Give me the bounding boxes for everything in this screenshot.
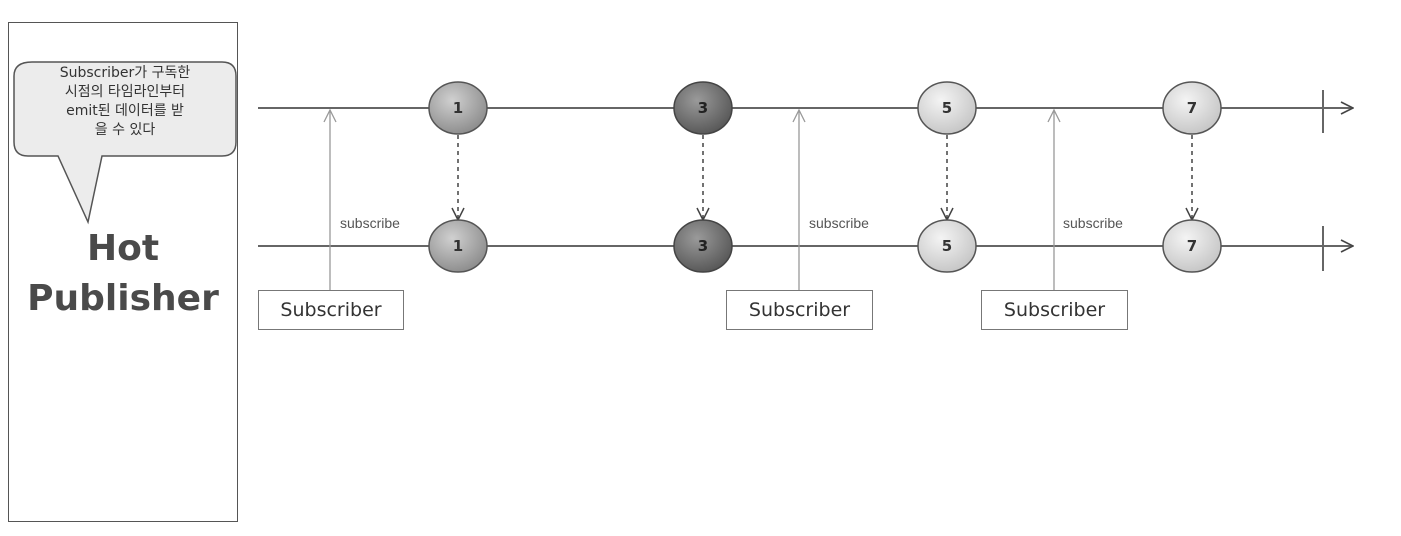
- upper-marble-5: 5: [917, 81, 977, 135]
- publisher-title: Hot Publisher: [8, 224, 238, 324]
- svg-text:3: 3: [698, 99, 708, 117]
- bubble-line-4: 을 수 있다: [94, 122, 156, 138]
- lower-marble-5: 5: [917, 219, 977, 273]
- upper-marble-7: 7: [1162, 81, 1222, 135]
- title-line-publisher: Publisher: [27, 278, 219, 319]
- subscribe-label-1: subscribe: [340, 215, 400, 231]
- upper-marble-1: 1: [428, 81, 488, 135]
- bubble-line-1: Subscriber가 구독한: [59, 65, 191, 81]
- svg-text:7: 7: [1187, 237, 1197, 255]
- lower-marble-3: 3: [673, 219, 733, 273]
- title-line-hot: Hot: [86, 228, 160, 269]
- lower-marble-7: 7: [1162, 219, 1222, 273]
- subscribe-label-2: subscribe: [809, 215, 869, 231]
- svg-text:5: 5: [942, 237, 952, 255]
- subscriber-box-3: Subscriber: [981, 290, 1128, 330]
- subscriber-box-2: Subscriber: [726, 290, 873, 330]
- svg-text:1: 1: [453, 99, 463, 117]
- subscriber-box-1: Subscriber: [258, 290, 404, 330]
- bubble-line-2: 시점의 타임라인부터: [64, 84, 186, 100]
- speech-bubble-text: Subscriber가 구독한 시점의 타임라인부터 emit된 데이터를 받 …: [14, 64, 236, 140]
- svg-text:7: 7: [1187, 99, 1197, 117]
- subscribe-label-3: subscribe: [1063, 215, 1123, 231]
- svg-text:3: 3: [698, 237, 708, 255]
- speech-bubble: [13, 61, 237, 225]
- svg-text:1: 1: [453, 237, 463, 255]
- bubble-line-3: emit된 데이터를 받: [66, 103, 184, 119]
- upper-marble-3: 3: [673, 81, 733, 135]
- svg-text:5: 5: [942, 99, 952, 117]
- lower-marble-1: 1: [428, 219, 488, 273]
